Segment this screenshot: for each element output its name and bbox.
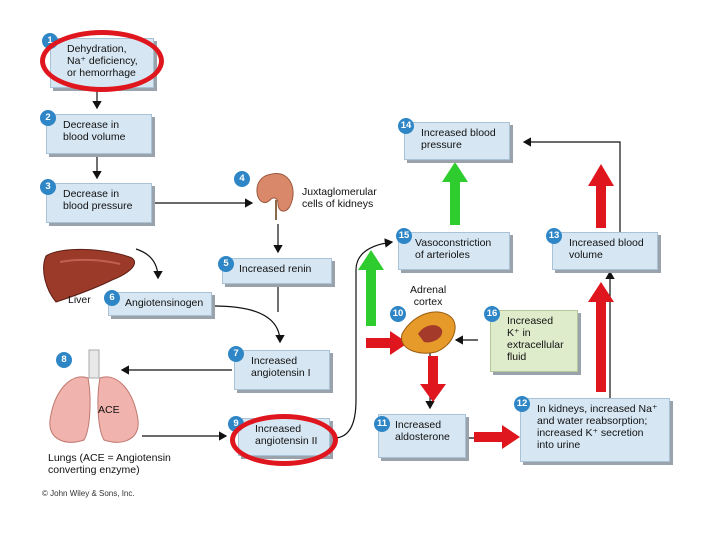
lungs-caption: Lungs (ACE = Angiotensin converting enzy…: [48, 452, 171, 476]
step-2-box: Decrease in blood volume: [46, 114, 152, 154]
liver-icon: [43, 249, 135, 303]
step-11-number: 11: [374, 416, 390, 432]
step-4-line-2: cells of kidneys: [302, 198, 374, 210]
arrow-6-7: [213, 305, 285, 344]
step-7-number: 7: [228, 346, 244, 362]
step-8-number: 8: [56, 352, 72, 368]
step-12-line-2: and water reabsorption;: [537, 415, 648, 427]
step-13-number: 13: [546, 228, 562, 244]
step-3-line-2: blood pressure: [63, 200, 133, 212]
step-12-line-3: increased K⁺ secretion: [537, 427, 644, 439]
step-7-line-1: Increased: [251, 355, 298, 367]
step-6-box: Angiotensinogen: [108, 292, 212, 316]
step-7-box: Increased angiotensin I: [234, 350, 330, 390]
step-16-line-2: K⁺ in: [507, 327, 531, 339]
step-7-line-2: angiotensin I: [251, 367, 311, 379]
green-arrow-to-15: [358, 250, 384, 326]
step-14-line-1: Increased blood: [421, 127, 496, 139]
step-3-number: 3: [40, 179, 56, 195]
step-11-line-1: Increased: [395, 419, 442, 431]
step-12-line-4: into urine: [537, 439, 581, 451]
red-arrow-11-12: [474, 425, 520, 449]
step-14-number: 14: [398, 118, 414, 134]
step-12-box: In kidneys, increased Na⁺ and water reab…: [520, 398, 670, 462]
step-2-line-2: blood volume: [63, 131, 126, 143]
step-15-line-1: Vasoconstriction: [415, 237, 492, 249]
step-12-number: 12: [514, 396, 530, 412]
step-2-number: 2: [40, 110, 56, 126]
red-arrow-12-13: [588, 282, 614, 392]
step-2-line-1: Decrease in: [63, 119, 120, 131]
step-4-number: 4: [234, 171, 250, 187]
step-10-number: 10: [390, 306, 406, 322]
step-14-line-2: pressure: [421, 139, 462, 151]
step-5-box: Increased renin: [222, 258, 332, 284]
red-arrow-10-11: [420, 356, 446, 402]
step-16-line-4: fluid: [507, 351, 527, 363]
green-arrow-15-14: [442, 162, 468, 225]
ace-label: ACE: [98, 404, 120, 416]
step-6-line-1: Angiotensinogen: [125, 297, 204, 309]
step-13-box: Increased blood volume: [552, 232, 658, 270]
step-16-line-3: extracellular: [507, 339, 564, 351]
step-6-number: 6: [104, 290, 120, 306]
highlight-ring-step-9: [230, 414, 338, 466]
lungs-icon: [49, 349, 139, 443]
arrow-9-15: [333, 238, 394, 439]
step-3-box: Decrease in blood pressure: [46, 183, 152, 223]
step-5-number: 5: [218, 256, 234, 272]
step-3-line-1: Decrease in: [63, 188, 120, 200]
lungs-caption-line-2: converting enzyme): [48, 464, 140, 476]
step-13-line-1: Increased blood: [569, 237, 644, 249]
lungs-caption-line-1: Lungs (ACE = Angiotensin: [48, 452, 171, 464]
liver-label: Liver: [68, 294, 91, 306]
step-16-box: Increased K⁺ in extracellular fluid: [490, 310, 578, 372]
step-14-box: Increased blood pressure: [404, 122, 510, 160]
step-5-line-1: Increased renin: [239, 263, 312, 275]
step-10-label: Adrenal cortex: [410, 284, 446, 308]
step-15-number: 15: [396, 228, 412, 244]
step-15-line-2: of arterioles: [415, 249, 470, 261]
step-10-line-2: cortex: [413, 296, 443, 308]
step-16-line-1: Increased: [507, 315, 554, 327]
arrow-liver-6: [135, 248, 163, 280]
step-16-number: 16: [484, 306, 500, 322]
step-10-line-1: Adrenal: [410, 284, 447, 296]
step-4-line-1: Juxtaglomerular: [302, 186, 377, 198]
arrow-13-14: [522, 137, 621, 232]
kidney-icon: [256, 173, 294, 220]
red-arrow-13-14: [588, 164, 614, 228]
step-11-box: Increased aldosterone: [378, 414, 466, 458]
step-11-line-2: aldosterone: [395, 431, 450, 443]
copyright-text: © John Wiley & Sons, Inc.: [42, 489, 135, 498]
red-arrow-to-10: [366, 331, 408, 355]
step-15-box: Vasoconstriction of arterioles: [398, 232, 510, 270]
adrenal-cortex-icon: [401, 311, 456, 354]
step-12-line-1: In kidneys, increased Na⁺: [537, 403, 658, 415]
step-13-line-2: volume: [569, 249, 603, 261]
highlight-ring-step-1: [40, 30, 164, 92]
step-4-label: Juxtaglomerular cells of kidneys: [302, 186, 377, 210]
